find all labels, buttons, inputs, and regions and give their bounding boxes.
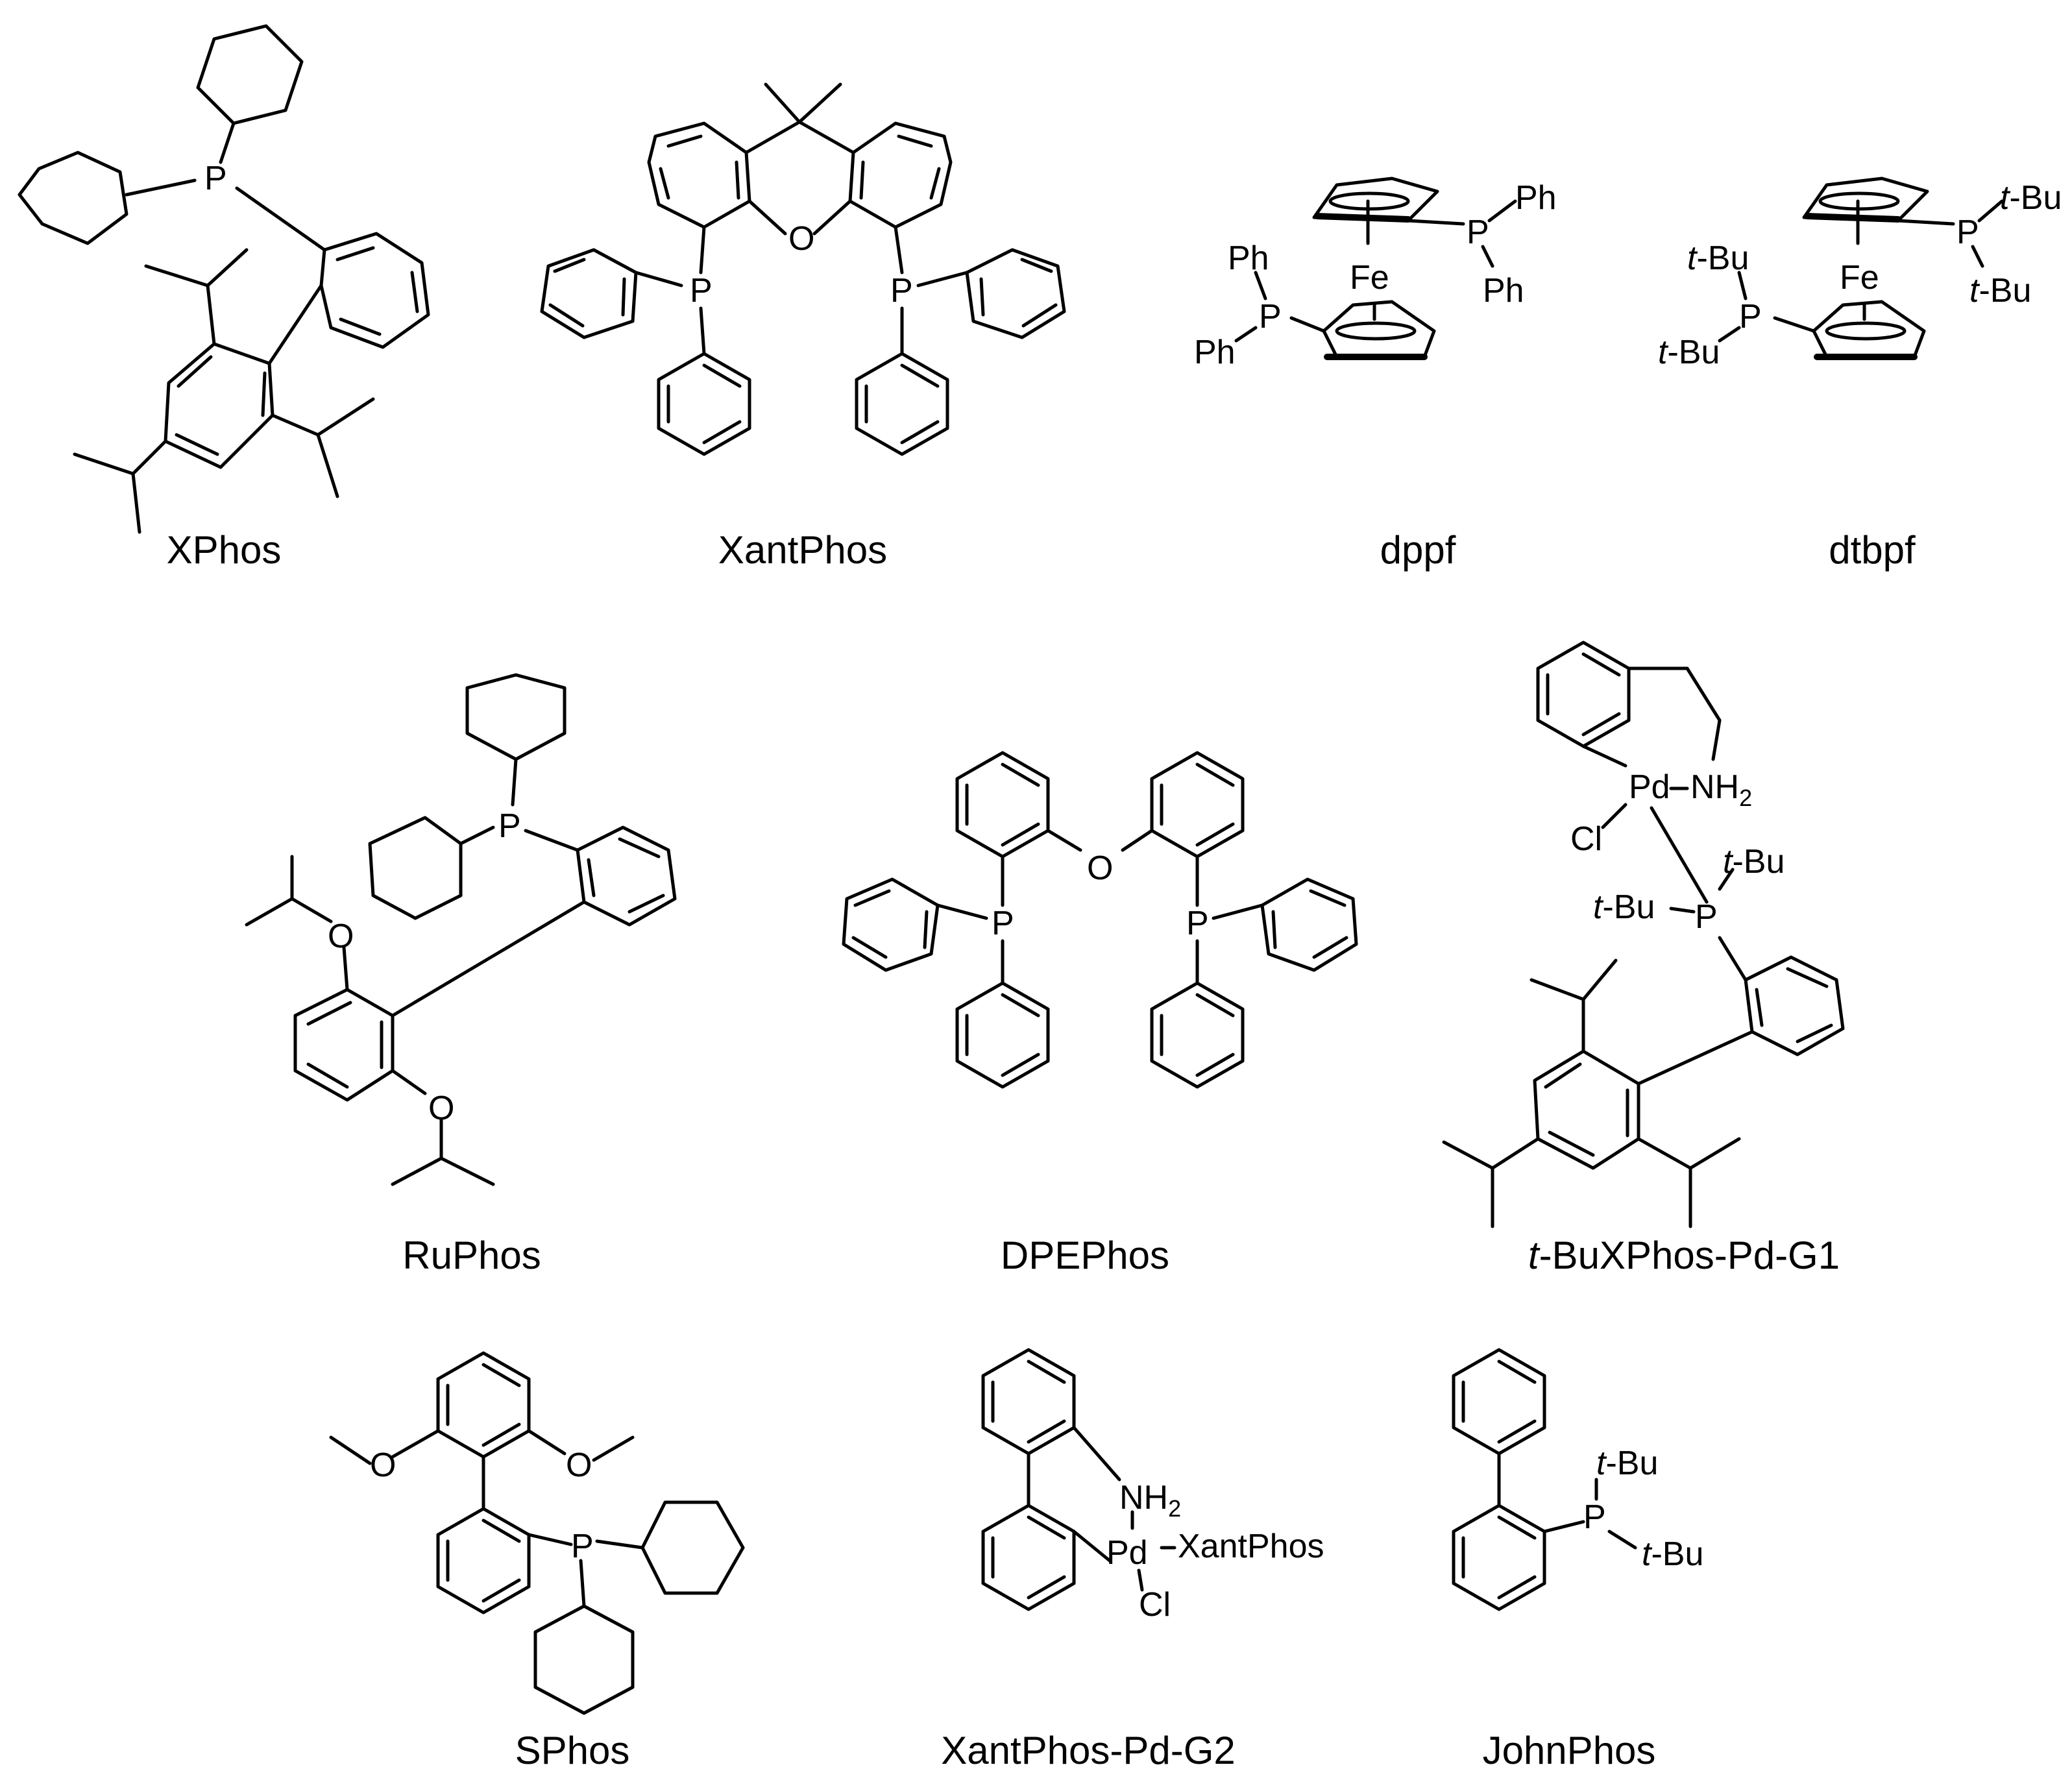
tbuxphos-phosphorus-label: P: [1695, 898, 1718, 936]
tbuxphos-pd-g1-bonds: [1442, 640, 1845, 1228]
xantphos-name: XantPhos: [718, 528, 887, 572]
xantphos-oxygen-label: O: [788, 220, 814, 258]
sphos-phosphorus-label: P: [571, 1528, 594, 1565]
dppf-iron-label: Fe: [1350, 259, 1389, 297]
dpephos-phosphorus-right-label: P: [1186, 905, 1209, 942]
xantphos-bonds: [540, 82, 1066, 456]
ruphos-phosphorus-label: P: [498, 807, 521, 845]
xphos-bonds: [18, 24, 430, 534]
sphos-oxygen-right-label: O: [566, 1446, 592, 1484]
dpephos-structure: O P P DPEPhos: [842, 751, 1358, 1277]
dppf-name: dppf: [1380, 528, 1456, 572]
sphos-structure: O O P SPhos: [329, 1351, 745, 1772]
dppf-ph-right-bottom: Ph: [1483, 272, 1524, 310]
xantphos-pd-g2-structure: NH2 Pd XantPhos Cl XantPhos-Pd-G2: [941, 1348, 1324, 1772]
dpephos-bonds: [842, 751, 1358, 1089]
tbuxphos-tbu-left: t-Bu: [1593, 888, 1655, 926]
xphos-phosphorus-label: P: [204, 160, 227, 197]
johnphos-phosphorus-label: P: [1583, 1498, 1606, 1536]
dppf-bold-cp-edge: [1314, 213, 1428, 360]
dtbpf-bold-cp-edge: [1804, 213, 1918, 360]
johnphos-name: JohnPhos: [1483, 1729, 1656, 1772]
dpephos-oxygen-label: O: [1087, 849, 1113, 887]
ruphos-oxygen-top-label: O: [328, 918, 354, 955]
xantphos-structure: O P P XantPhos: [540, 82, 1066, 572]
ruphos-oxygen-bottom-label: O: [428, 1090, 454, 1127]
tbuxphos-cl-label: Cl: [1570, 820, 1602, 858]
ruphos-name: RuPhos: [402, 1234, 541, 1277]
johnphos-tbu-top: t-Bu: [1596, 1445, 1658, 1482]
xantphos-pd-g2-nh2-label: NH2: [1119, 1479, 1181, 1522]
dppf-phosphorus-left-label: P: [1259, 298, 1282, 335]
xantphos-pd-g2-cl-label: Cl: [1139, 1586, 1171, 1624]
dtbpf-tbu-right-top: t-Bu: [2000, 179, 2062, 217]
tbuxphos-tbu-top: t-Bu: [1723, 843, 1785, 881]
dtbpf-iron-label: Fe: [1840, 259, 1879, 297]
dppf-ph-left-top: Ph: [1228, 239, 1269, 277]
xantphos-pd-g2-bonds: [981, 1348, 1176, 1611]
dtbpf-structure: Fe P t-Bu t-Bu P t-Bu t-Bu dtbpf: [1658, 177, 2062, 572]
dpephos-name: DPEPhos: [1001, 1234, 1169, 1277]
sphos-oxygen-left-label: O: [370, 1446, 396, 1484]
sphos-bonds: [329, 1351, 745, 1715]
dtbpf-phosphorus-left-label: P: [1739, 298, 1762, 335]
dpephos-phosphorus-left-label: P: [992, 905, 1014, 942]
tbuxphos-pd-g1-name: t-BuXPhos-Pd-G1: [1528, 1234, 1840, 1277]
dppf-ph-left-bottom: Ph: [1194, 334, 1236, 371]
tbuxphos-pd-g1-structure: Pd NH2 Cl P t-Bu t-Bu t-BuXPhos-Pd-G1: [1442, 640, 1845, 1277]
dtbpf-phosphorus-right-label: P: [1956, 213, 1979, 251]
johnphos-bonds: [1452, 1348, 1637, 1611]
johnphos-tbu-bottom: t-Bu: [1642, 1535, 1703, 1573]
tbuxphos-pd-label: Pd: [1629, 768, 1670, 806]
dtbpf-name: dtbpf: [1829, 528, 1916, 572]
xphos-structure: P XPhos: [18, 24, 430, 572]
ruphos-structure: P O O RuPhos: [245, 673, 677, 1277]
dtbpf-tbu-left-top: t-Bu: [1687, 239, 1749, 277]
xantphos-pd-g2-name: XantPhos-Pd-G2: [941, 1729, 1236, 1772]
sphos-name: SPhos: [515, 1729, 630, 1772]
xphos-name: XPhos: [167, 528, 282, 572]
tbuxphos-nh2-label: NH2: [1690, 768, 1752, 811]
johnphos-structure: P t-Bu t-Bu JohnPhos: [1452, 1348, 1703, 1772]
dppf-ph-right-top: Ph: [1515, 179, 1557, 217]
xantphos-phosphorus-right-label: P: [890, 272, 913, 310]
ruphos-bonds: [245, 673, 677, 1186]
xantphos-pd-g2-xantphos-ligand-label: XantPhos: [1178, 1528, 1324, 1565]
dppf-phosphorus-right-label: P: [1467, 213, 1489, 251]
xantphos-phosphorus-left-label: P: [690, 272, 713, 310]
dppf-structure: Fe P Ph Ph P Ph Ph dppf: [1194, 177, 1557, 572]
xantphos-pd-g2-pd-label: Pd: [1106, 1534, 1148, 1572]
dtbpf-tbu-right-bottom: t-Bu: [1969, 272, 2031, 310]
dppf-bonds: [1234, 177, 1517, 359]
dtbpf-tbu-left-bottom: t-Bu: [1658, 334, 1720, 371]
